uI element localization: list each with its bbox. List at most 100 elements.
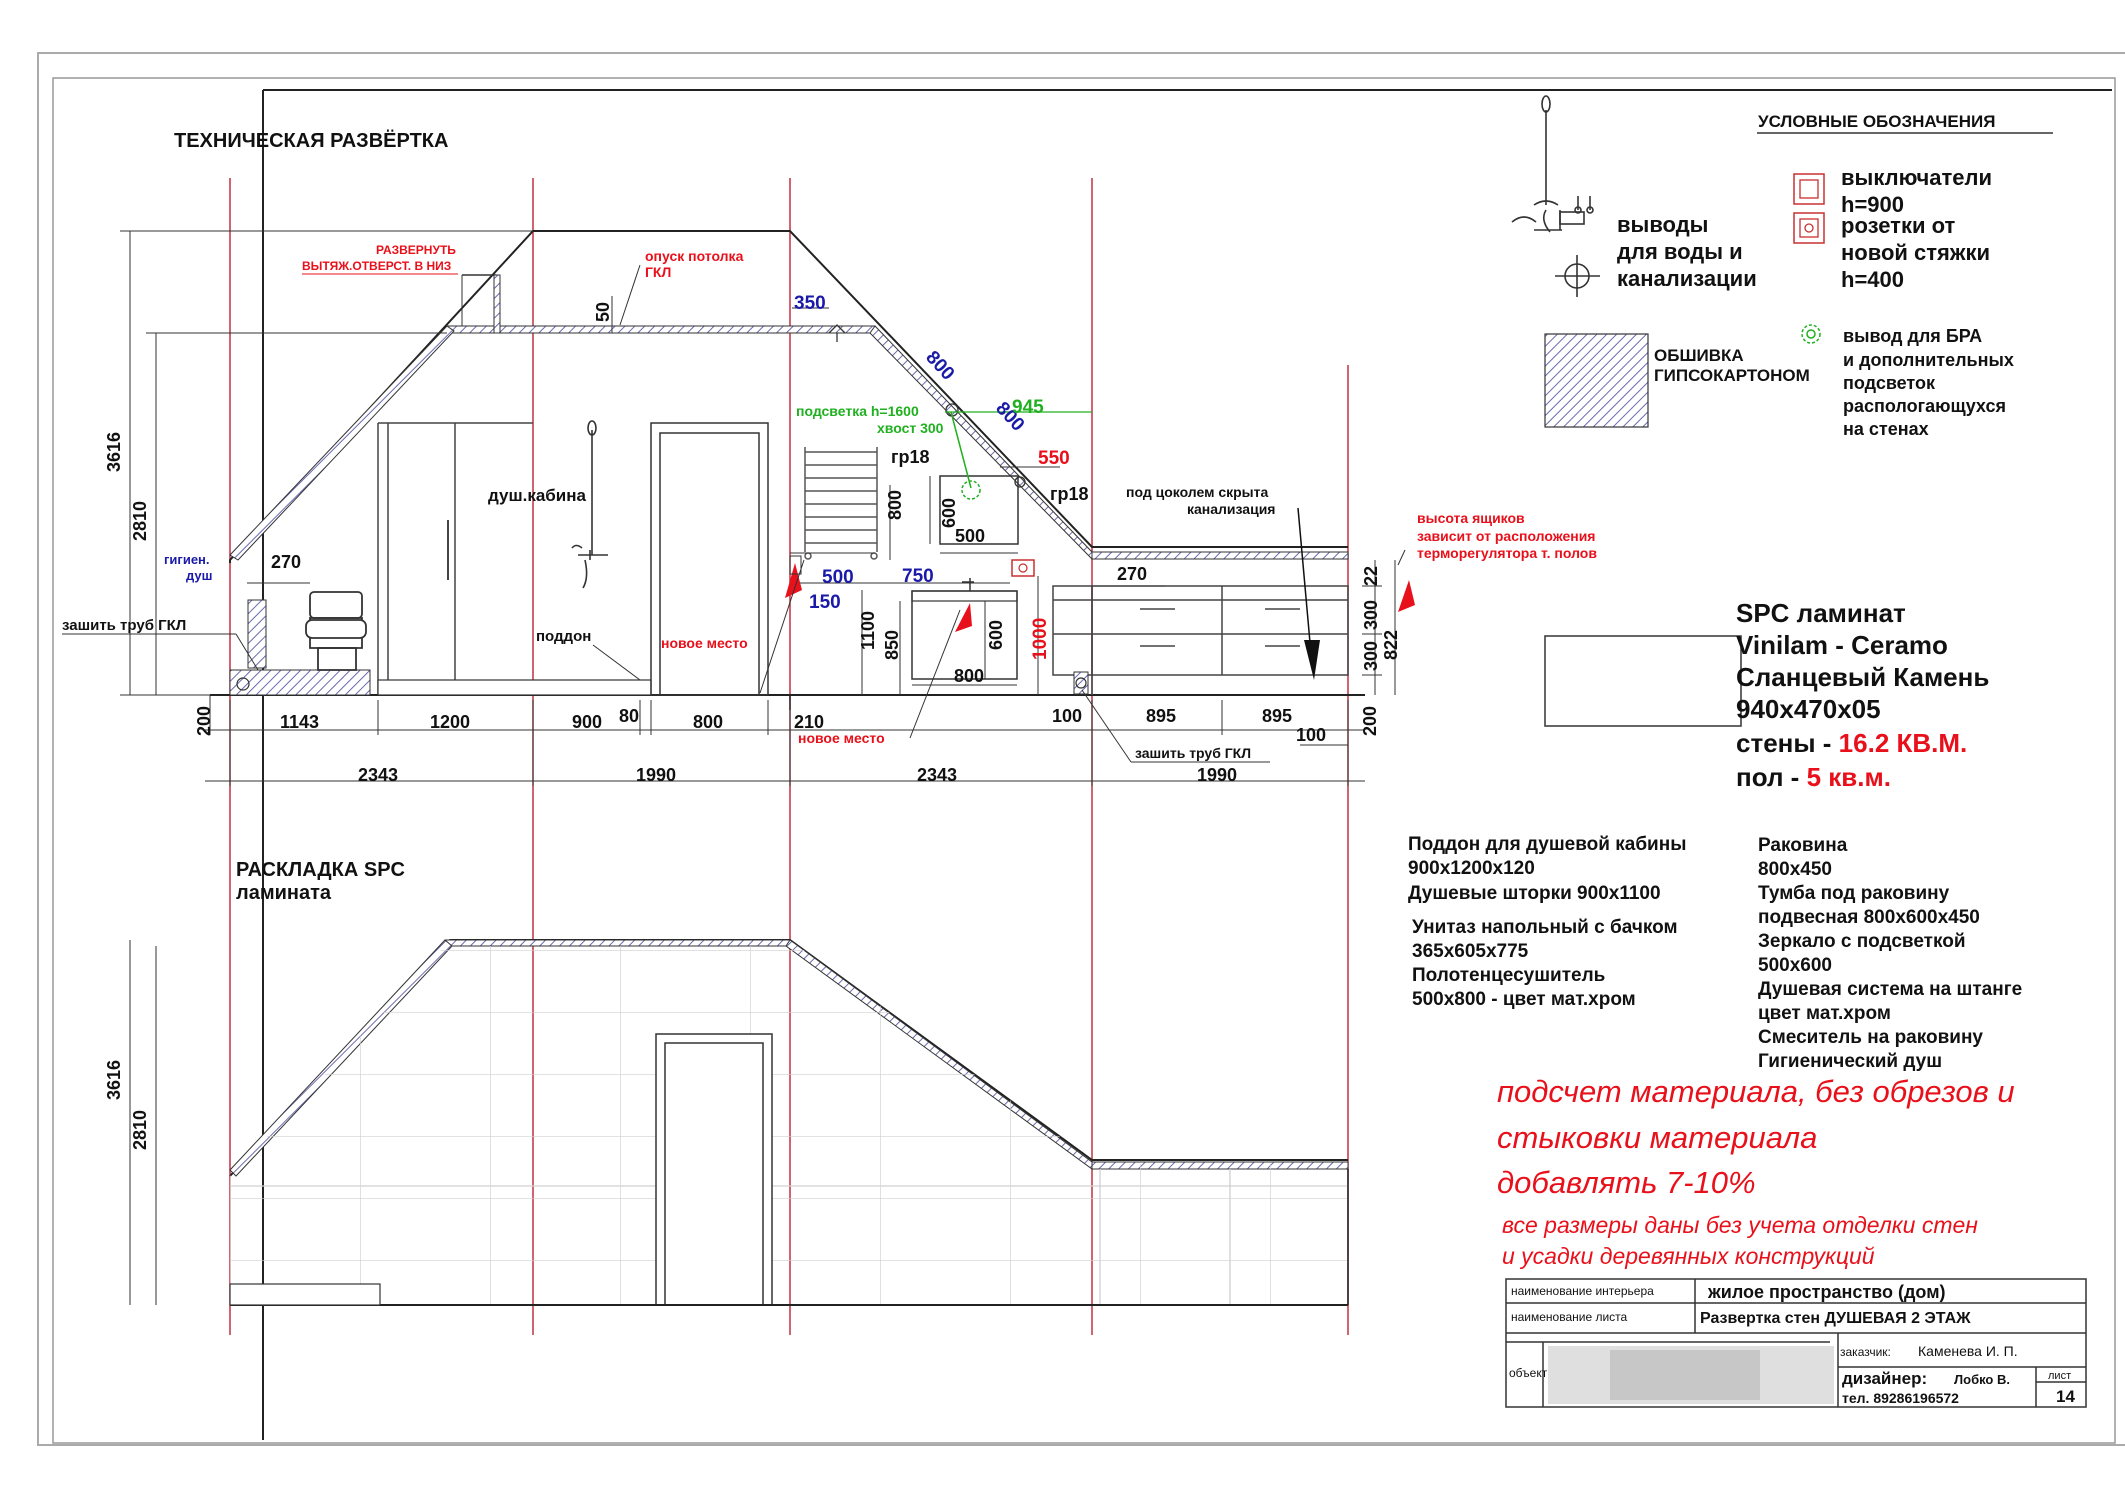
ann-novoe-2: новое место bbox=[798, 730, 885, 746]
note-dims-2: и усадки деревянных конструкций bbox=[1502, 1243, 1875, 1269]
svg-text:Унитаз напольный с бачком: Унитаз напольный с бачком bbox=[1412, 917, 1678, 938]
svg-text:Зеркало с подсветкой: Зеркало с подсветкой bbox=[1758, 931, 1966, 952]
legend-gkl-hatch bbox=[1544, 333, 1649, 428]
ann-hyg-2: душ bbox=[186, 568, 212, 583]
svg-text:Поддон для душевой кабины: Поддон для душевой кабины bbox=[1408, 834, 1686, 855]
mirror bbox=[939, 475, 1019, 545]
ann-shower-cabin: душ.кабина bbox=[488, 486, 587, 505]
svg-text:1143: 1143 bbox=[280, 712, 319, 732]
tb-value-sheet: Развертка стен ДУШЕВАЯ 2 ЭТАЖ bbox=[1700, 1310, 1971, 1327]
layout-title-1: РАСКЛАДКА SPC bbox=[236, 859, 405, 881]
legend-gkl-1: ОБШИВКА bbox=[1654, 346, 1744, 365]
svg-text:1990: 1990 bbox=[1197, 765, 1237, 785]
dimension-labels: 3616 2810 3616 2810 200 200 1143 1200 90… bbox=[104, 302, 1401, 1150]
ann-gr18-2: гр18 bbox=[1050, 484, 1089, 504]
svg-text:80: 80 bbox=[619, 706, 639, 726]
dimension-labels-red: 550 1000 bbox=[1030, 448, 1070, 660]
door bbox=[650, 422, 769, 696]
ceiling-gkl bbox=[446, 325, 881, 334]
material-line-3: Сланцевый Камень bbox=[1736, 662, 1989, 692]
spc-layout-elevation bbox=[129, 939, 1349, 1306]
legend-water-icon bbox=[1511, 95, 1600, 297]
material-line-1: SPC ламинат bbox=[1736, 598, 1906, 628]
toilet-icon bbox=[305, 591, 367, 671]
legend-switch-2: h=900 bbox=[1841, 192, 1904, 217]
svg-text:подвесная 800x600x450: подвесная 800x600x450 bbox=[1758, 907, 1980, 928]
svg-text:300: 300 bbox=[1361, 641, 1381, 671]
svg-text:900x1200x120: 900x1200x120 bbox=[1408, 858, 1535, 879]
svg-text:300: 300 bbox=[1361, 600, 1381, 630]
layout-title-2: ламината bbox=[236, 882, 332, 904]
svg-text:800: 800 bbox=[693, 712, 723, 732]
legend-socket-icon bbox=[1793, 212, 1825, 244]
svg-text:150: 150 bbox=[809, 592, 841, 613]
svg-text:895: 895 bbox=[1146, 706, 1176, 726]
ann-cokol-2: канализация bbox=[1187, 501, 1275, 517]
svg-text:1200: 1200 bbox=[430, 712, 470, 732]
ann-razvernut-1: РАЗВЕРНУТЬ bbox=[376, 243, 456, 257]
svg-text:Смеситель на раковину: Смеситель на раковину bbox=[1758, 1027, 1983, 1048]
title-block bbox=[1505, 1278, 2087, 1408]
ann-drawers-2: зависит от расположения bbox=[1417, 528, 1595, 544]
svg-text:2343: 2343 bbox=[917, 765, 957, 785]
towel-dryer-icon bbox=[804, 447, 878, 560]
ann-hyg-1: гигиен. bbox=[164, 552, 210, 567]
svg-text:350: 350 bbox=[794, 293, 826, 314]
legend-bra-3: подсветок bbox=[1843, 373, 1936, 393]
tb-value-list: 14 bbox=[2056, 1387, 2075, 1406]
material-walls: стены - 16.2 КВ.М. bbox=[1736, 728, 1967, 758]
tb-label-designer: дизайнер: bbox=[1842, 1369, 1927, 1388]
note-calc-2: стыковки материала bbox=[1497, 1120, 1817, 1155]
tb-value-designer: Лобко В. bbox=[1954, 1372, 2010, 1387]
svg-text:600: 600 bbox=[939, 498, 959, 528]
svg-text:600: 600 bbox=[986, 620, 1006, 650]
svg-text:Душевые шторки 900x1100: Душевые шторки 900x1100 bbox=[1408, 883, 1661, 904]
legend-socket-2: новой стяжки bbox=[1841, 240, 1990, 265]
svg-text:2810: 2810 bbox=[130, 501, 150, 541]
material-line-2: Vinilam - Ceramo bbox=[1736, 630, 1948, 660]
svg-text:200: 200 bbox=[1360, 706, 1380, 736]
svg-text:210: 210 bbox=[794, 712, 824, 732]
outer-frame bbox=[37, 52, 2125, 1446]
slope-gkl-right bbox=[869, 325, 1093, 561]
ann-zashit-2: зашить труб ГКЛ bbox=[1135, 745, 1251, 761]
svg-text:822: 822 bbox=[1381, 630, 1401, 660]
material-line-4: 940x470x05 bbox=[1736, 694, 1881, 724]
legend-water-2: для воды и bbox=[1617, 239, 1743, 264]
ann-gr18-1: гр18 bbox=[891, 447, 930, 467]
legend-switch-icon bbox=[1793, 173, 1825, 205]
spec-left: Поддон для душевой кабины 900x1200x120 Д… bbox=[1408, 834, 1686, 1010]
ann-drawers-1: высота ящиков bbox=[1417, 510, 1525, 526]
legend-bra-5: на стенах bbox=[1843, 419, 1929, 439]
material-swatch bbox=[1544, 635, 1742, 727]
svg-text:750: 750 bbox=[902, 566, 934, 587]
inner-frame bbox=[52, 77, 2116, 1444]
tb-label-interior: наименование интерьера bbox=[1511, 1284, 1654, 1298]
ann-hvost: хвост 300 bbox=[877, 420, 944, 436]
svg-text:365x605x775: 365x605x775 bbox=[1412, 941, 1529, 962]
tile-grid bbox=[230, 946, 1348, 1305]
dim-945: 945 bbox=[1012, 397, 1044, 418]
legend-bra-icon bbox=[1801, 324, 1821, 344]
ann-novoe-1: новое место bbox=[661, 635, 748, 651]
ann-opusk-2: ГКЛ bbox=[645, 264, 671, 280]
legend-gkl-2: ГИПСОКАРТОНОМ bbox=[1654, 366, 1810, 385]
svg-text:270: 270 bbox=[1117, 564, 1147, 584]
svg-text:цвет мат.хром: цвет мат.хром bbox=[1758, 1003, 1891, 1024]
svg-text:500x600: 500x600 bbox=[1758, 955, 1832, 976]
svg-text:1990: 1990 bbox=[636, 765, 676, 785]
note-dims-1: все размеры даны без учета отделки стен bbox=[1502, 1212, 1978, 1238]
svg-text:1000: 1000 bbox=[1030, 618, 1051, 660]
svg-text:Полотенцесушитель: Полотенцесушитель bbox=[1412, 965, 1605, 986]
ann-drawers-3: терморегулятора т. полов bbox=[1417, 545, 1597, 561]
low-ceiling-gkl bbox=[1091, 551, 1349, 560]
spec-right: Раковина 800x450 Тумба под раковину подв… bbox=[1758, 835, 2022, 1072]
svg-text:800x450: 800x450 bbox=[1758, 859, 1832, 880]
svg-text:500: 500 bbox=[955, 526, 985, 546]
svg-text:895: 895 bbox=[1262, 706, 1292, 726]
tb-label-object: объект bbox=[1509, 1366, 1548, 1380]
note-calc-1: подсчет материала, без обрезов и bbox=[1497, 1074, 2015, 1109]
shower-cabin-outline bbox=[377, 422, 533, 695]
svg-text:900: 900 bbox=[572, 712, 602, 732]
